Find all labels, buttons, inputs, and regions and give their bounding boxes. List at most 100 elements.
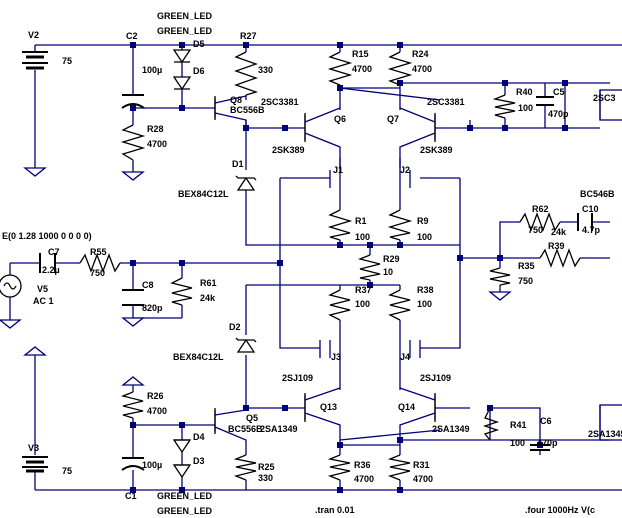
component-label: R28: [147, 124, 164, 134]
component-label: 4700: [413, 474, 433, 484]
component-label: 750: [528, 225, 543, 235]
component-label: V2: [28, 30, 39, 40]
component-label: Q13: [320, 402, 337, 412]
component-label: R36: [354, 460, 371, 470]
component-label: 100: [510, 438, 525, 448]
capacitor-c10-icon: [577, 213, 593, 231]
resistor-r61-icon: [170, 277, 193, 306]
component-label: 100: [355, 232, 370, 242]
component-label: R38: [417, 285, 434, 295]
resistor-r55-icon: [79, 253, 121, 273]
component-label: C2: [126, 31, 138, 41]
component-label: R35: [518, 261, 535, 271]
resistor-r26-icon: [120, 391, 144, 419]
component-label: BC556B: [230, 105, 265, 115]
resistor-r1-icon: [327, 209, 353, 241]
component-label: R9: [417, 216, 429, 226]
component-label: 24k: [551, 227, 567, 237]
component-label: 75: [62, 466, 72, 476]
component-label: .four 1000Hz V(c: [525, 505, 595, 515]
component-label: 2SA1349: [260, 424, 298, 434]
component-label: 10: [383, 267, 393, 277]
component-label: 470p: [537, 438, 558, 448]
resistor-r15-icon: [327, 51, 353, 86]
component-label: 4700: [147, 139, 167, 149]
component-label: R27: [240, 31, 257, 41]
component-label: J2: [400, 165, 410, 175]
resistor-r37-icon: [328, 289, 351, 321]
capacitor-c8-icon: [122, 289, 144, 306]
offscreen-components: [599, 89, 622, 441]
component-label: 2SA1345: [588, 429, 622, 439]
battery-v2-icon: [22, 51, 48, 70]
component-label: 100: [518, 103, 533, 113]
supply-arrow-icon: [121, 376, 145, 386]
zener-d2-icon: [235, 337, 257, 353]
component-label: 2SK389: [420, 145, 453, 155]
component-label: R37: [355, 285, 372, 295]
component-label: 100µ: [142, 460, 162, 470]
component-label: GREEN_LED: [157, 26, 213, 36]
resistors: [79, 51, 581, 481]
resistor-r28-icon: [120, 124, 146, 161]
led-d4-icon: [172, 439, 192, 454]
component-label: 4700: [412, 64, 432, 74]
component-label: D6: [193, 66, 205, 76]
component-label: BC546B: [580, 189, 615, 199]
component-label: 2SJ109: [282, 373, 313, 383]
component-label: C1: [125, 491, 137, 501]
component-label: D3: [193, 456, 205, 466]
component-label: 820p: [142, 303, 163, 313]
component-label: 4700: [352, 64, 372, 74]
capacitor-c5-icon: [536, 96, 554, 106]
component-label: J1: [333, 165, 343, 175]
led-d3-icon: [172, 464, 192, 479]
ground-icon: [0, 319, 22, 329]
component-label: Q5: [246, 413, 258, 423]
component-label: D4: [193, 432, 205, 442]
ground-icon: [121, 171, 145, 181]
component-label: R61: [200, 278, 217, 288]
component-label: R29: [383, 254, 400, 264]
component-label: 4700: [147, 406, 167, 416]
resistor-r62-icon: [519, 212, 561, 232]
component-label: C7: [48, 247, 60, 257]
component-label: C6: [540, 416, 552, 426]
component-label: BEX84C12L: [178, 189, 229, 199]
component-label: R55: [90, 247, 107, 257]
component-label: D5: [193, 39, 205, 49]
component-label: 330: [258, 65, 273, 75]
resistor-r38-icon: [388, 289, 411, 321]
component-label: R62: [532, 204, 549, 214]
component-label: 75: [62, 56, 72, 66]
component-label: J4: [400, 352, 410, 362]
transistor-bars: [214, 96, 436, 434]
component-label: Q7: [387, 114, 399, 124]
component-label: C5: [553, 87, 565, 97]
component-label: AC 1: [33, 296, 54, 306]
capacitor-c7-icon: [39, 253, 56, 273]
component-label: V3: [28, 443, 39, 453]
resistor-r40-icon: [492, 94, 516, 119]
component-label: Q6: [334, 114, 346, 124]
component-label: 330: [258, 473, 273, 483]
component-label: R24: [412, 49, 429, 59]
component-label: GREEN_LED: [157, 506, 213, 516]
resistor-r31-icon: [387, 454, 411, 481]
component-label: Q8: [230, 95, 242, 105]
led-d6-icon: [172, 76, 192, 91]
resistor-r25-icon: [233, 454, 257, 481]
led-d5-icon: [172, 49, 192, 64]
ground-icon: [488, 291, 512, 301]
component-label: 2SC3381: [427, 97, 465, 107]
capacitor-c2-icon: [121, 94, 145, 109]
component-label: 4.7p: [582, 225, 601, 235]
component-label: 2SC3: [593, 93, 616, 103]
resistor-r36-icon: [327, 454, 351, 481]
component-label: R26: [147, 391, 164, 401]
capacitor-c1-icon: [121, 457, 145, 471]
component-label: C10: [582, 204, 599, 214]
ground-icon: [121, 317, 145, 327]
